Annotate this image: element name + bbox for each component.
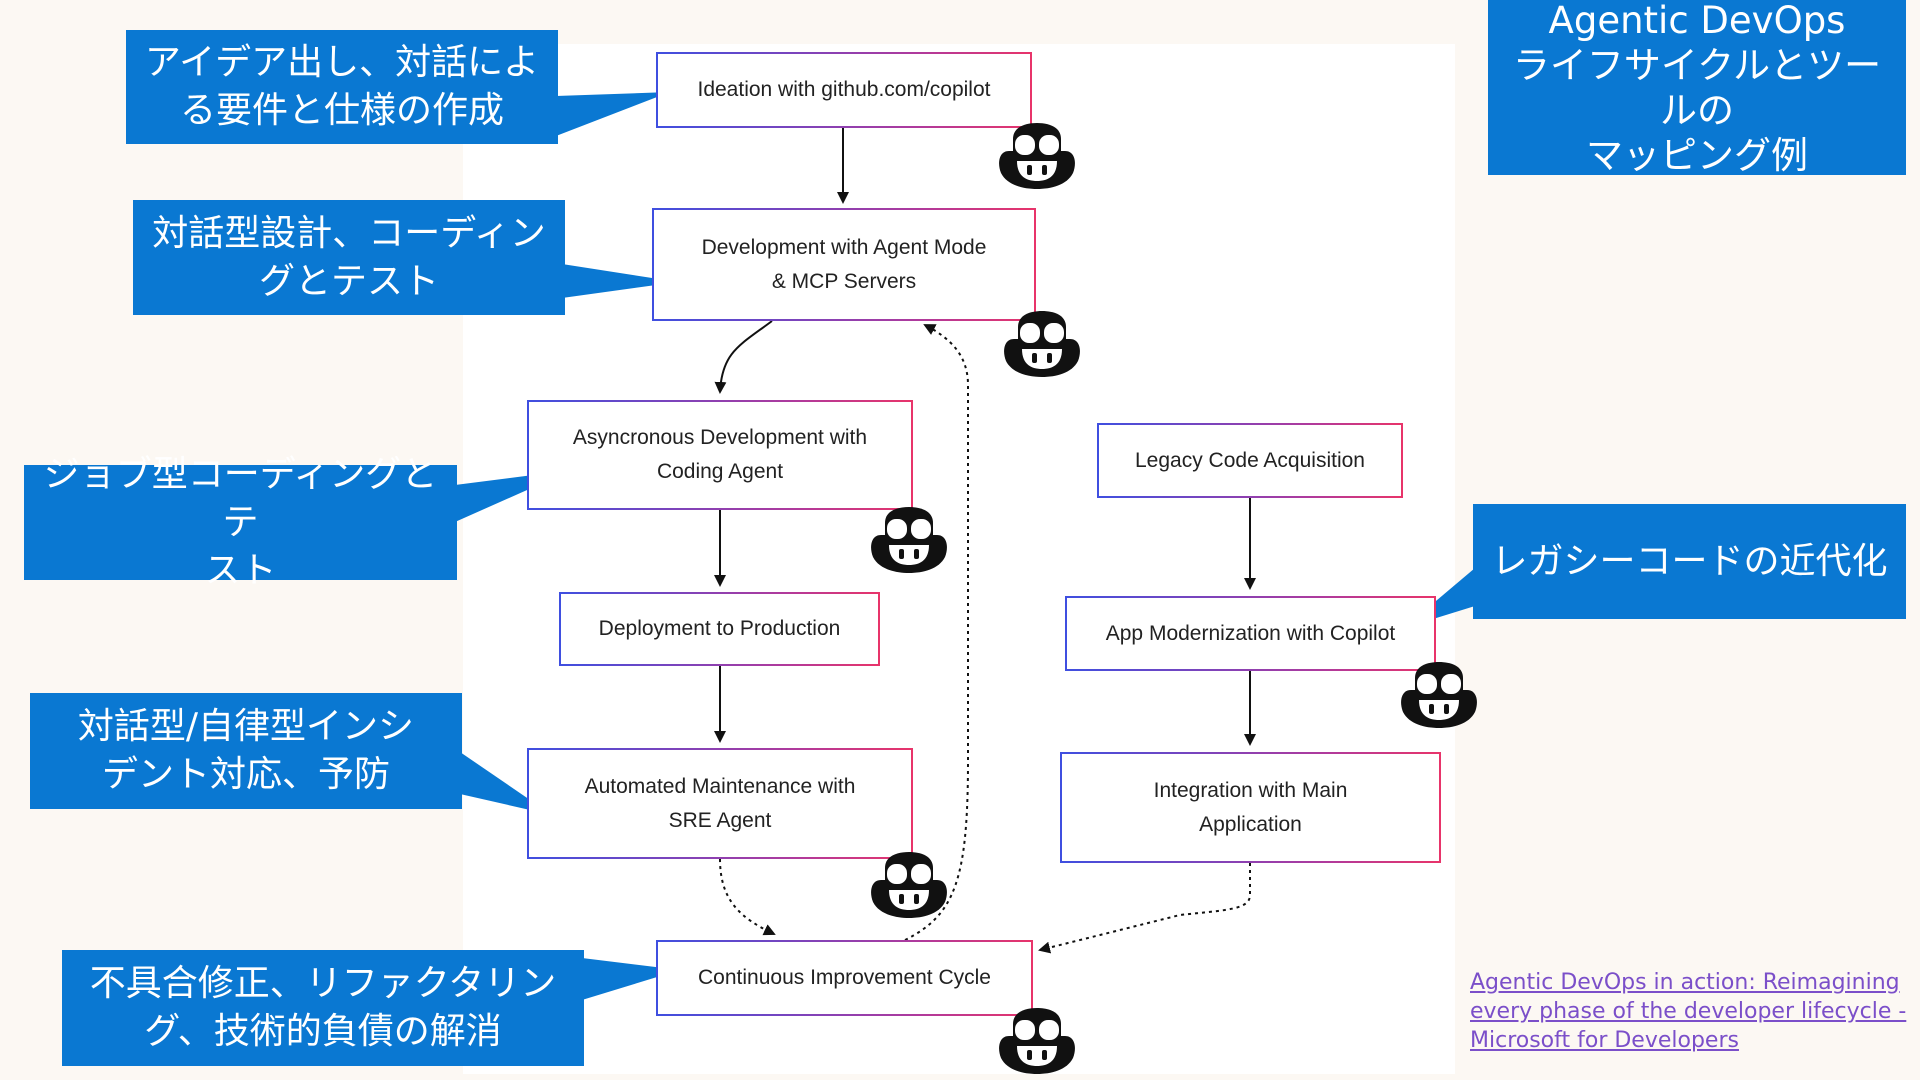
reference-link[interactable]: Agentic DevOps in action: Reimagining ev…	[1470, 970, 1907, 1053]
flow-area	[463, 44, 1455, 1074]
node-deployment: Deployment to Production	[559, 592, 880, 666]
callout-design: 対話型設計、コーディン グとテスト	[133, 200, 565, 315]
node-legacy-code: Legacy Code Acquisition	[1097, 423, 1403, 498]
node-continuous-improvement: Continuous Improvement Cycle	[656, 940, 1033, 1016]
node-async-development: Asyncronous Development with Coding Agen…	[527, 400, 913, 510]
node-ideation: Ideation with github.com/copilot	[656, 52, 1032, 128]
copilot-mascot-icon	[871, 507, 947, 573]
node-app-modernization: App Modernization with Copilot	[1065, 596, 1436, 671]
callout-fix-refactor: 不具合修正、リファクタリン グ、技術的負債の解消	[62, 950, 584, 1066]
callout-legacy-modernization: レガシーコードの近代化	[1473, 504, 1906, 619]
copilot-mascot-icon	[871, 852, 947, 918]
callout-ideation: アイデア出し、対話によ る要件と仕様の作成	[126, 30, 558, 144]
copilot-mascot-icon	[1401, 662, 1477, 728]
copilot-mascot-icon	[999, 1008, 1075, 1074]
callout-incident: 対話型/自律型インシ デント対応、予防	[30, 693, 462, 809]
page-title: Agentic DevOps ライフサイクルとツールの マッピング例	[1488, 0, 1906, 177]
copilot-mascot-icon	[1004, 311, 1080, 377]
callout-job-coding: ジョブ型コーディングとテ スト	[24, 454, 457, 591]
node-automated-maintenance: Automated Maintenance with SRE Agent	[527, 748, 913, 859]
node-integration: Integration with Main Application	[1060, 752, 1441, 863]
node-development: Development with Agent Mode & MCP Server…	[652, 208, 1036, 321]
copilot-mascot-icon	[999, 123, 1075, 189]
